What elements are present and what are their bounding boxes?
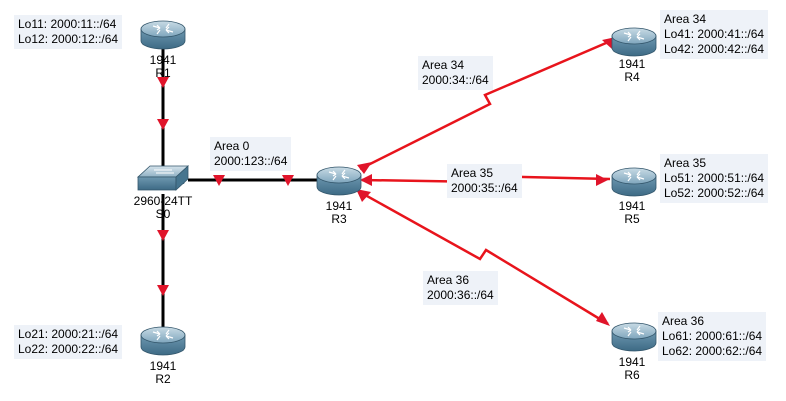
link-r1-s0 [157, 44, 169, 168]
link-status-r2-up [157, 230, 169, 241]
link-status-r3-lan [282, 175, 294, 186]
link-s0-r2 [157, 194, 169, 328]
link-status-r1-down [157, 119, 169, 130]
router-r5-icon[interactable] [611, 167, 657, 197]
link-status-r5 [596, 174, 608, 186]
router-r2-icon[interactable] [140, 326, 186, 356]
router-r4-icon[interactable] [611, 27, 657, 57]
link-status-r2-down [157, 285, 169, 296]
link-status-r3-36 [356, 189, 371, 202]
router-r3-icon[interactable] [316, 166, 362, 196]
link-status-r1-up [157, 77, 169, 88]
link-status-r3-34 [357, 162, 372, 174]
link-status-r3-35 [360, 174, 372, 186]
link-status-s0 [213, 175, 225, 186]
serial-link-r3-r6 [356, 189, 610, 326]
router-r1-icon[interactable] [140, 20, 186, 50]
router-r6-icon[interactable] [611, 322, 657, 352]
switch-s0-icon[interactable] [136, 165, 190, 191]
link-s0-r3 [188, 175, 318, 186]
link-status-r6 [596, 312, 610, 326]
